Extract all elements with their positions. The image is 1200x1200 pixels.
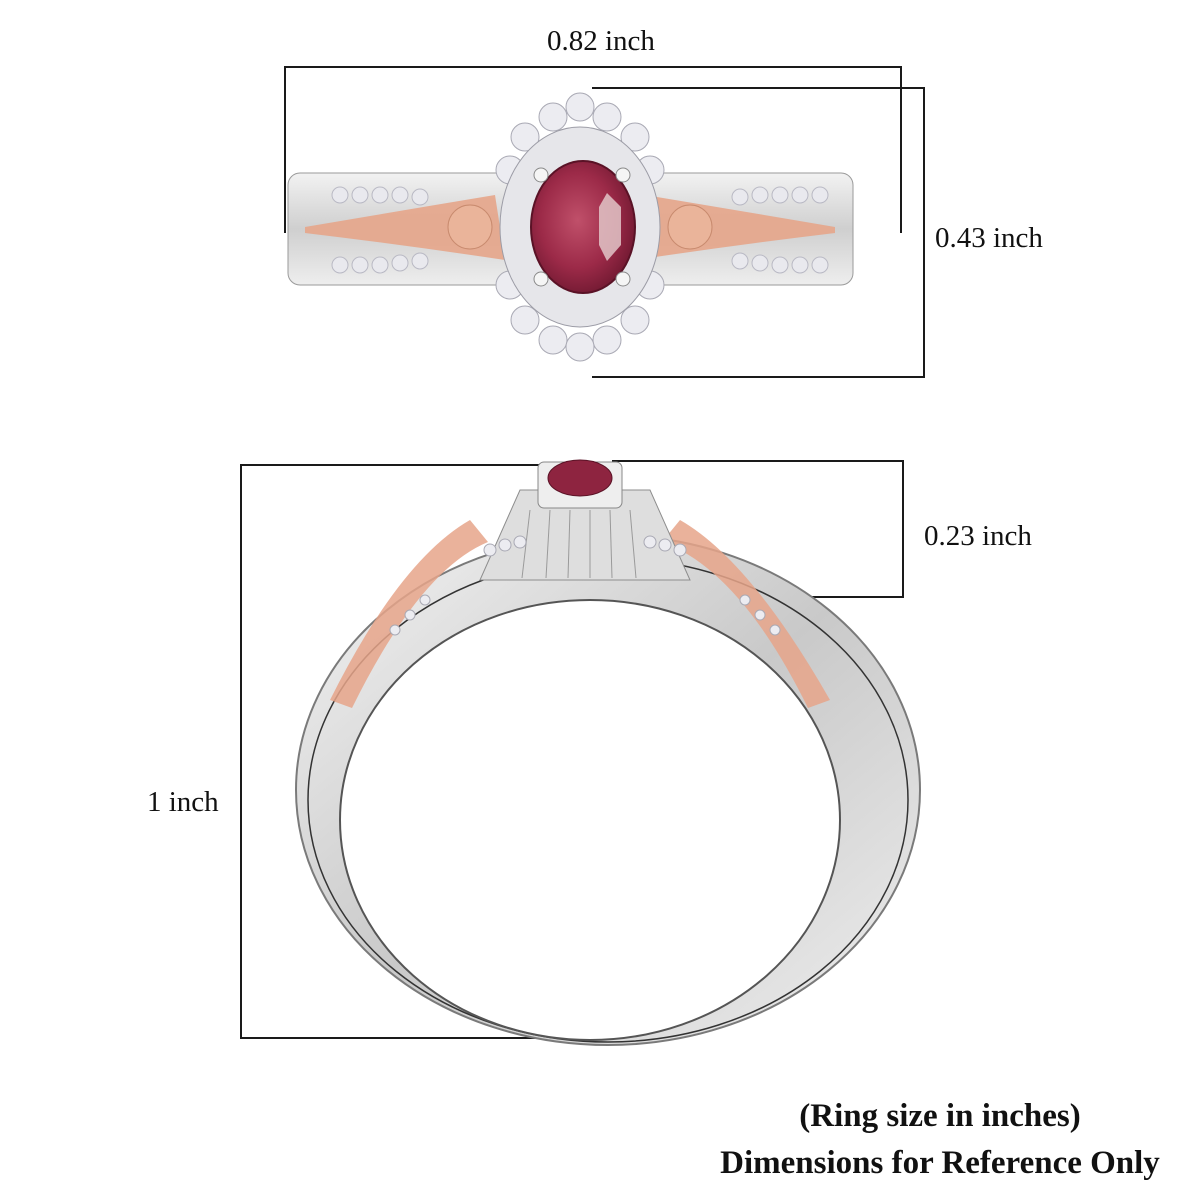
total-height-label: 1 inch bbox=[147, 786, 219, 818]
width-dimension-label: 0.82 inch bbox=[547, 25, 655, 57]
total-height-bracket bbox=[240, 464, 580, 1039]
ring-size-caption: (Ring size in inches) bbox=[799, 1098, 1081, 1134]
reference-disclaimer: Dimensions for Reference Only bbox=[720, 1145, 1160, 1181]
ring-side-view-image bbox=[295, 459, 921, 1046]
ring-top-view-image bbox=[287, 92, 854, 362]
setting-height-label: 0.23 inch bbox=[924, 520, 1032, 552]
width-bracket bbox=[284, 66, 902, 233]
height-bracket bbox=[592, 87, 925, 378]
height-dimension-label: 0.43 inch bbox=[935, 222, 1043, 254]
